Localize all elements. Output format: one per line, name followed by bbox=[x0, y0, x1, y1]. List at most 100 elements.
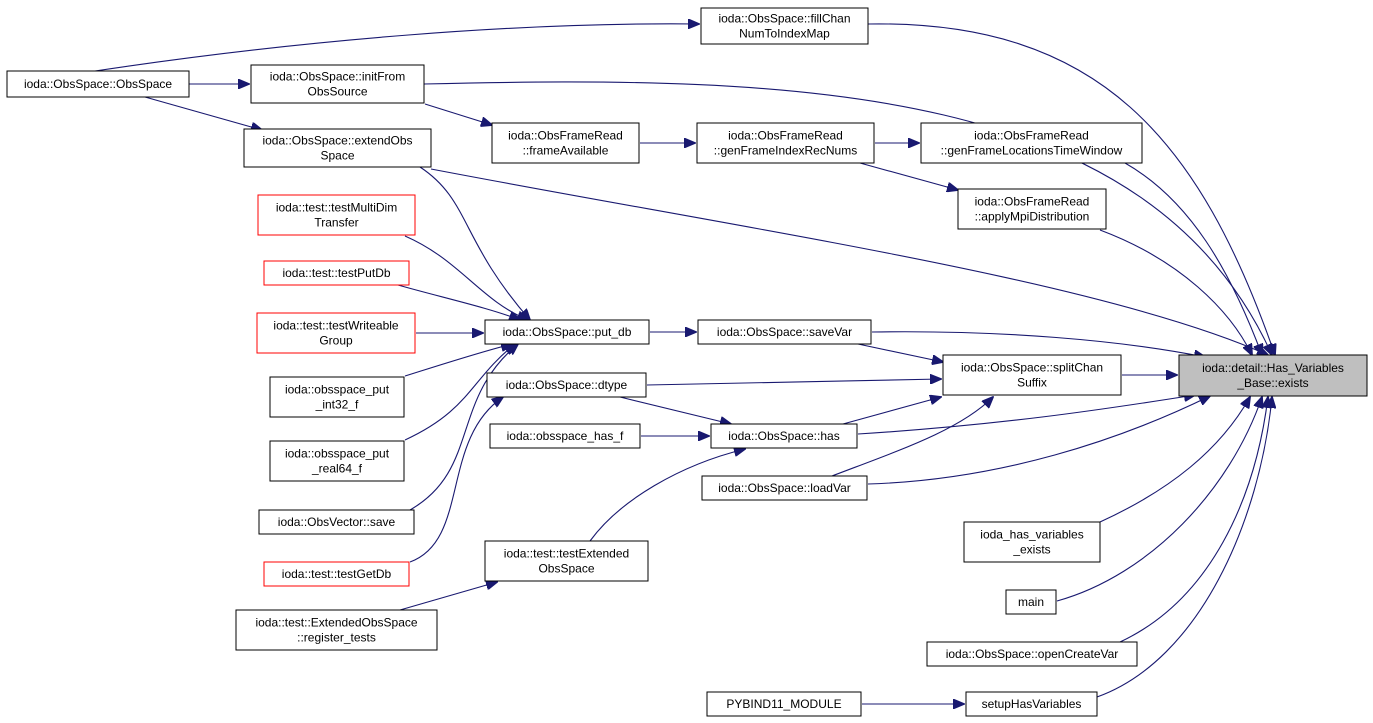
node-label: ioda::test::testExtended bbox=[504, 547, 629, 561]
node-testGetDb[interactable]: ioda::test::testGetDb bbox=[263, 561, 410, 587]
node-label: ioda::ObsVector::save bbox=[278, 515, 396, 529]
node-label: ::frameAvailable bbox=[523, 144, 609, 158]
node-label: Transfer bbox=[314, 216, 358, 230]
edge-testExtended-to-has bbox=[589, 449, 745, 542]
edge-putInt32-to-putDb bbox=[404, 344, 512, 377]
node-openCreate[interactable]: ioda::ObsSpace::openCreateVar bbox=[926, 641, 1138, 667]
node-box bbox=[235, 609, 438, 651]
edge-saveVar-to-splitChan bbox=[857, 343, 943, 362]
node-label: ioda::ObsSpace::has bbox=[728, 429, 839, 443]
node-box bbox=[6, 70, 190, 98]
node-box bbox=[696, 122, 875, 164]
node-extRegister[interactable]: ioda::test::ExtendedObsSpace::register_t… bbox=[235, 609, 438, 651]
node-label: ioda::obsspace_put bbox=[285, 383, 390, 397]
node-applyMpi[interactable]: ioda::ObsFrameRead::applyMpiDistribution bbox=[957, 188, 1107, 230]
node-box bbox=[700, 7, 869, 45]
node-label: ioda::ObsSpace::saveVar bbox=[717, 325, 852, 339]
node-label: _exists bbox=[1012, 543, 1050, 557]
node-obsVecSave[interactable]: ioda::ObsVector::save bbox=[258, 509, 415, 535]
node-loadVar[interactable]: ioda::ObsSpace::loadVar bbox=[701, 475, 868, 501]
node-box bbox=[486, 372, 647, 398]
node-frameAvail[interactable]: ioda::ObsFrameRead::frameAvailable bbox=[491, 122, 640, 164]
node-genFrameIdx[interactable]: ioda::ObsFrameRead::genFrameIndexRecNums bbox=[696, 122, 875, 164]
edge-initFrom-to-exists bbox=[423, 81, 1272, 355]
edge-loadVar-to-exists bbox=[867, 396, 1210, 485]
node-label: ioda::test::testGetDb bbox=[282, 567, 392, 581]
node-saveVar[interactable]: ioda::ObsSpace::saveVar bbox=[697, 319, 872, 345]
node-box bbox=[965, 691, 1098, 717]
edge-main-to-exists bbox=[1056, 397, 1262, 602]
node-label: ioda::test::testMultiDim bbox=[276, 201, 397, 215]
node-label: ioda::ObsSpace::extendObs bbox=[262, 134, 412, 148]
node-layer: ioda::ObsSpace::ObsSpaceioda::ObsSpace::… bbox=[6, 7, 1368, 717]
node-label: Space bbox=[320, 149, 354, 163]
node-obsspace_ctor[interactable]: ioda::ObsSpace::ObsSpace bbox=[6, 70, 190, 98]
node-label: Group bbox=[319, 334, 353, 348]
node-box bbox=[489, 423, 641, 449]
node-box bbox=[256, 312, 416, 354]
edge-openCreate-to-exists bbox=[1119, 397, 1268, 643]
node-box bbox=[491, 122, 640, 164]
node-label: ioda::ObsSpace::ObsSpace bbox=[24, 77, 172, 91]
edge-extRegister-to-testExtended bbox=[399, 582, 497, 611]
edge-testGetDb-to-dtype bbox=[409, 397, 503, 563]
edge-loadVar-to-splitChan bbox=[831, 397, 993, 477]
edge-obsVecSave-to-putDb bbox=[409, 344, 518, 511]
edge-has-to-splitChan bbox=[842, 397, 941, 425]
node-putDb[interactable]: ioda::ObsSpace::put_db bbox=[484, 319, 650, 345]
node-box bbox=[484, 319, 650, 345]
node-genFrameLoc[interactable]: ioda::ObsFrameRead::genFrameLocationsTim… bbox=[920, 122, 1143, 164]
node-label: ioda::ObsSpace::loadVar bbox=[718, 481, 851, 495]
edge-extendObs-to-exists bbox=[430, 168, 1268, 355]
edge-setupHasVar-to-exists bbox=[1096, 397, 1272, 698]
node-box bbox=[710, 423, 858, 449]
node-label: ioda::obsspace_has_f bbox=[507, 429, 624, 443]
node-has[interactable]: ioda::ObsSpace::has bbox=[710, 423, 858, 449]
node-main[interactable]: main bbox=[1005, 589, 1057, 615]
node-label: ::genFrameLocationsTimeWindow bbox=[941, 144, 1123, 158]
node-box bbox=[706, 691, 862, 717]
node-box bbox=[258, 509, 415, 535]
node-label: ioda::ObsSpace::openCreateVar bbox=[946, 647, 1119, 661]
node-label: Suffix bbox=[1017, 376, 1047, 390]
node-setupHasVar[interactable]: setupHasVariables bbox=[965, 691, 1098, 717]
node-label: ioda::ObsSpace::splitChan bbox=[961, 361, 1103, 375]
edge-obsspace_ctor-to-extendObs bbox=[144, 96, 262, 130]
node-label: _Base::exists bbox=[1236, 376, 1308, 390]
edge-genFrameLoc-to-exists bbox=[1124, 162, 1262, 355]
node-putReal64[interactable]: ioda::obsspace_put_real64_f bbox=[269, 440, 405, 482]
node-box bbox=[957, 188, 1107, 230]
node-label: NumToIndexMap bbox=[739, 27, 830, 41]
node-hasF[interactable]: ioda::obsspace_has_f bbox=[489, 423, 641, 449]
node-label: _real64_f bbox=[311, 462, 363, 476]
edge-fillChan-to-exists bbox=[867, 23, 1275, 355]
node-pybind[interactable]: PYBIND11_MODULE bbox=[706, 691, 862, 717]
node-box bbox=[963, 521, 1101, 563]
node-box bbox=[920, 122, 1143, 164]
edge-hasVarExists-to-exists bbox=[1099, 397, 1250, 523]
node-label: ioda::ObsFrameRead bbox=[974, 129, 1089, 143]
node-label: _int32_f bbox=[315, 398, 359, 412]
node-hasVarExists[interactable]: ioda_has_variables_exists bbox=[963, 521, 1101, 563]
node-dtype[interactable]: ioda::ObsSpace::dtype bbox=[486, 372, 647, 398]
edge-testPutDb-to-putDb bbox=[397, 284, 520, 320]
node-putInt32[interactable]: ioda::obsspace_put_int32_f bbox=[269, 376, 405, 418]
node-box bbox=[269, 440, 405, 482]
node-box bbox=[701, 475, 868, 501]
node-label: ioda::test::ExtendedObsSpace bbox=[255, 616, 417, 630]
node-testPutDb[interactable]: ioda::test::testPutDb bbox=[263, 260, 410, 286]
node-box bbox=[1005, 589, 1057, 615]
node-label: ::applyMpiDistribution bbox=[975, 210, 1090, 224]
node-exists: ioda::detail::Has_Variables_Base::exists bbox=[1178, 354, 1368, 397]
edge-dtype-to-has bbox=[619, 396, 731, 424]
edge-saveVar-to-exists bbox=[871, 331, 1205, 357]
edge-testMultiDim-to-putDb bbox=[404, 235, 528, 320]
